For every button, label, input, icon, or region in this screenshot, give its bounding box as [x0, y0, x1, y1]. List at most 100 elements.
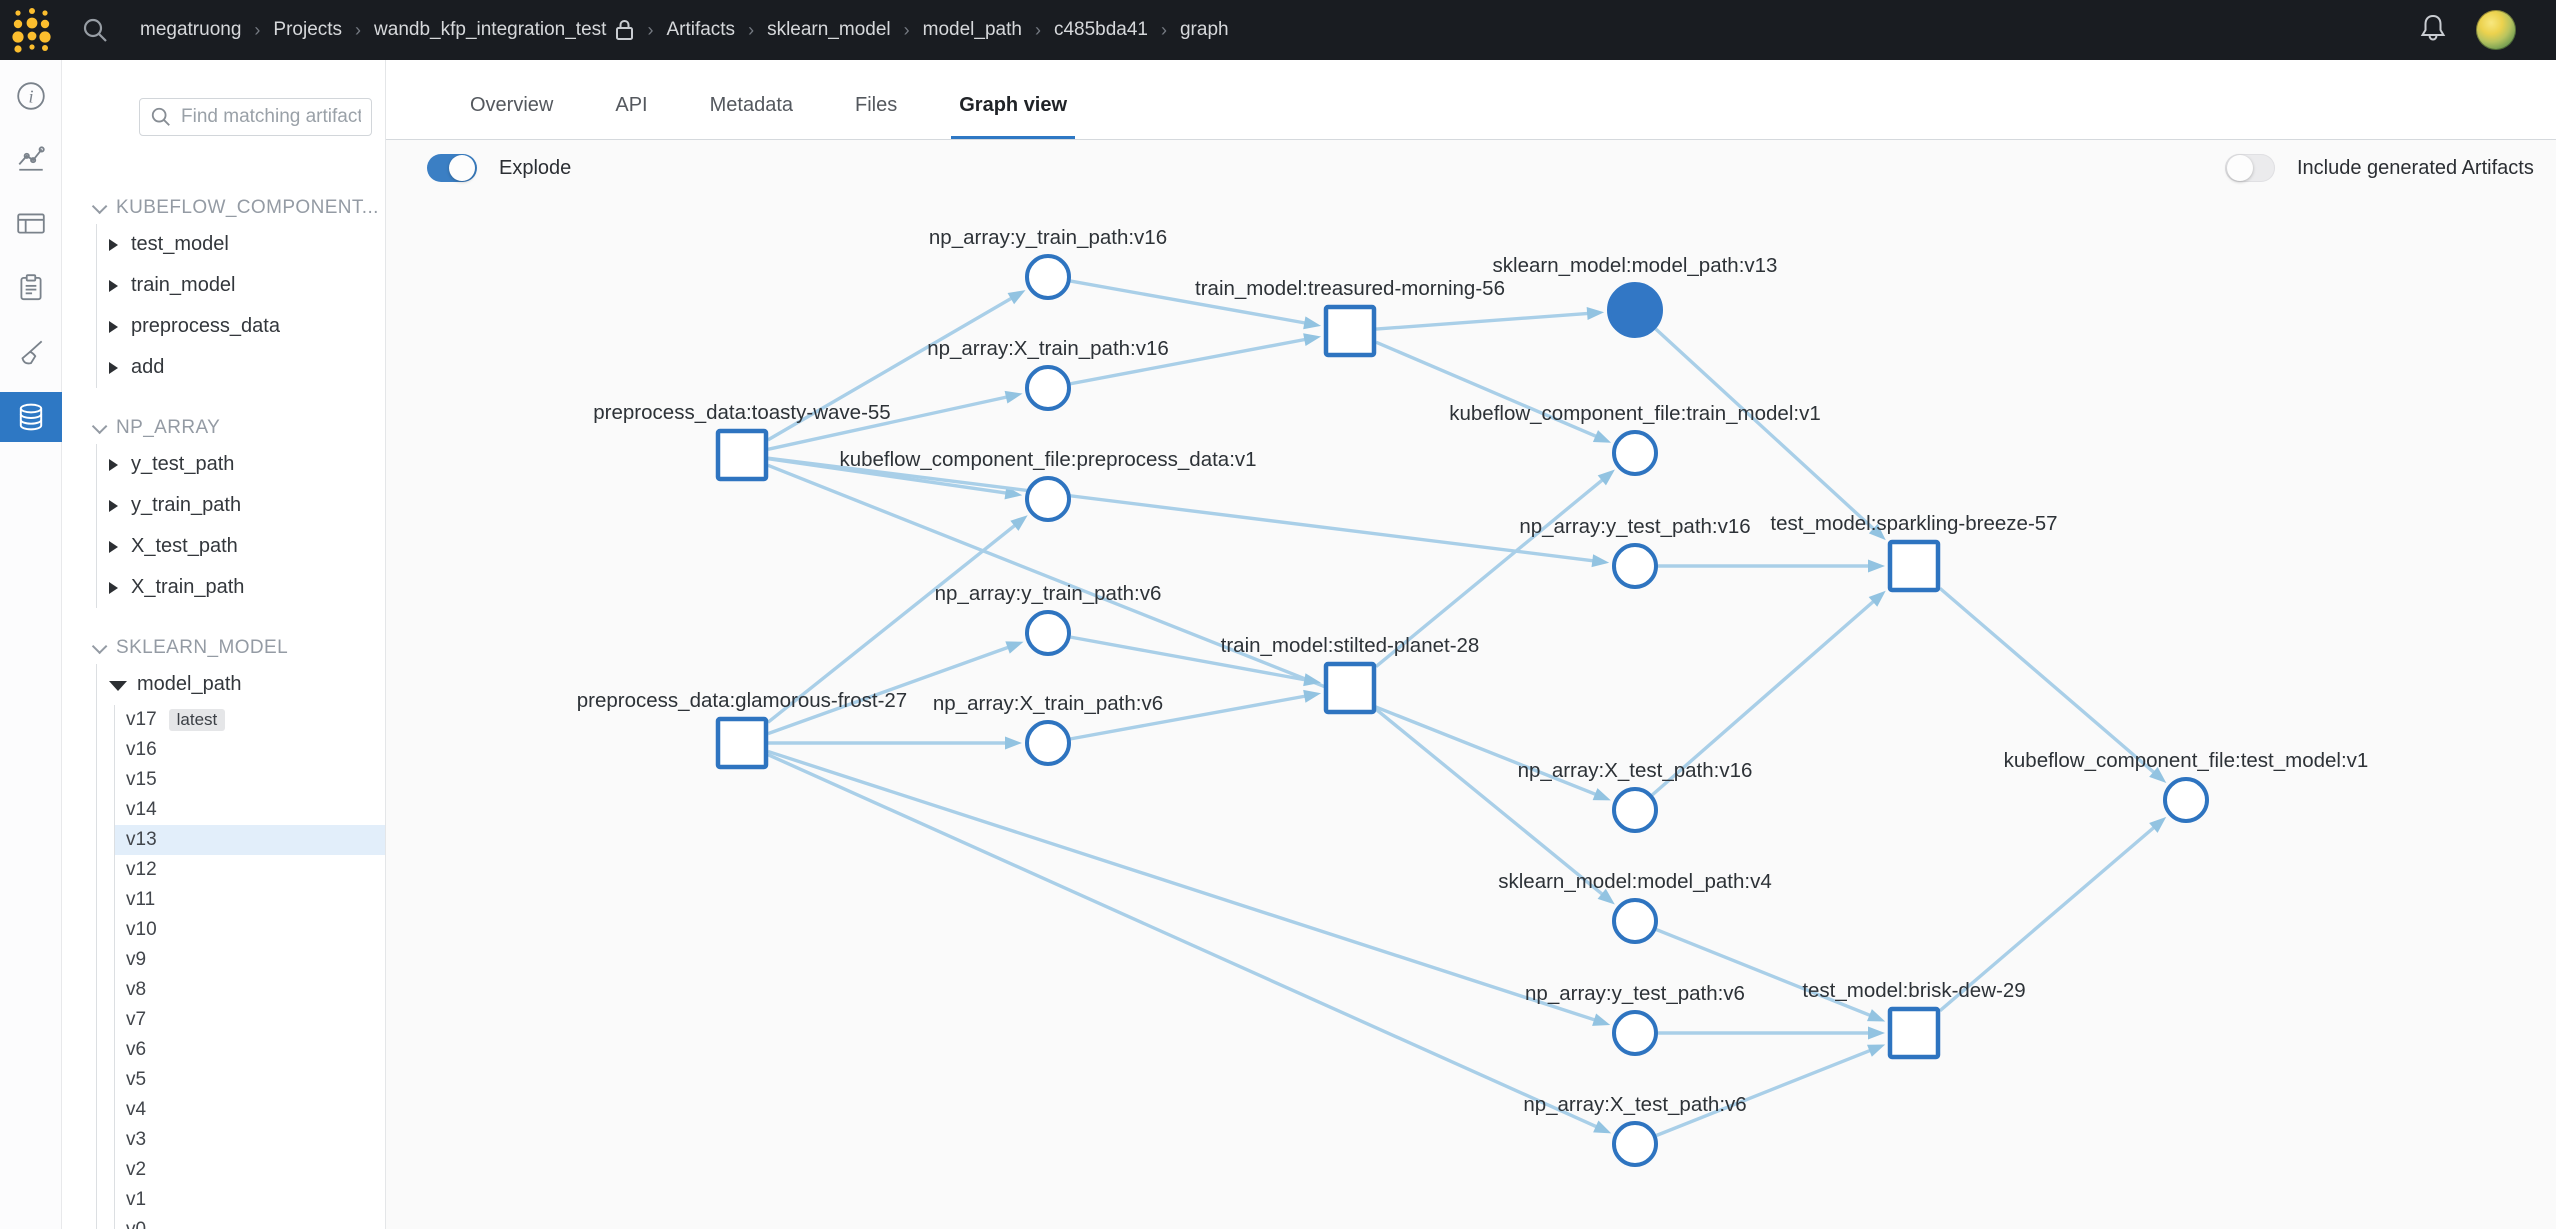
breadcrumb-item-model_path[interactable]: model_path — [922, 19, 1022, 40]
arrowhead-icon — [1597, 469, 1615, 486]
version-row-v16[interactable]: v16 — [126, 739, 157, 760]
version-row-v14[interactable]: v14 — [126, 799, 157, 820]
version-row-v1[interactable]: v1 — [126, 1189, 147, 1210]
tree-section-header[interactable]: NP_ARRAY — [62, 412, 385, 444]
graph-node-sparkling[interactable] — [1887, 539, 1941, 593]
tab-api[interactable]: API — [615, 94, 648, 116]
explode-toggle[interactable] — [427, 154, 477, 182]
graph-node-model4[interactable] — [1612, 898, 1658, 944]
tree-item-y_test_path[interactable]: y_test_path — [97, 444, 385, 485]
arrowhead-icon — [1868, 1026, 1885, 1040]
graph-node-treasured[interactable] — [1323, 304, 1377, 358]
arrowhead-icon — [1303, 673, 1322, 687]
graph-node-y_train6[interactable] — [1025, 610, 1071, 656]
bell-icon[interactable] — [2416, 11, 2450, 50]
breadcrumb-item-sklearn_model[interactable]: sklearn_model — [767, 19, 891, 40]
version-row-v15[interactable]: v15 — [126, 769, 157, 790]
graph-node-y_test16[interactable] — [1612, 543, 1658, 589]
arrowhead-icon — [1303, 333, 1322, 347]
graph-node-X_test6[interactable] — [1612, 1121, 1658, 1167]
version-row-v10[interactable]: v10 — [126, 919, 157, 940]
chevron-down-icon — [91, 198, 108, 214]
breadcrumb-separator: › — [254, 19, 261, 40]
tab-files[interactable]: Files — [855, 94, 898, 116]
tree-section-header[interactable]: SKLEARN_MODEL — [62, 632, 385, 664]
version-row-v6[interactable]: v6 — [126, 1039, 147, 1060]
graph-node-X_train16[interactable] — [1025, 365, 1071, 411]
artifact-search-box[interactable] — [139, 98, 372, 136]
tree-item-test_model[interactable]: test_model — [97, 224, 385, 265]
graph-node-glamorous[interactable] — [715, 716, 769, 770]
charts-icon[interactable] — [0, 130, 62, 186]
graph-edge-toasty-y_test16 — [767, 456, 1601, 564]
global-search-icon[interactable] — [72, 15, 118, 45]
tab-overview[interactable]: Overview — [470, 94, 554, 116]
arrowhead-icon — [1303, 689, 1322, 703]
include-generated-artifacts-toggle[interactable] — [2225, 154, 2275, 182]
tab-metadata[interactable]: Metadata — [709, 94, 793, 116]
graph-node-label-sparkling: test_model:sparkling-breeze-57 — [1770, 512, 2057, 535]
version-row-v11[interactable]: v11 — [126, 889, 156, 910]
chevron-down-icon — [91, 638, 108, 654]
tree-item-train_model[interactable]: train_model — [97, 265, 385, 306]
tree-item-preprocess_data[interactable]: preprocess_data — [97, 306, 385, 347]
graph-node-pd_v1[interactable] — [1025, 476, 1071, 522]
explode-label: Explode — [499, 156, 572, 179]
version-row-v8[interactable]: v8 — [126, 979, 147, 1000]
graph-node-toasty[interactable] — [715, 428, 769, 482]
breadcrumb-item-graph[interactable]: graph — [1179, 19, 1229, 40]
graph-node-test_v1[interactable] — [2163, 777, 2209, 823]
version-row-v13[interactable]: v13 — [115, 825, 385, 855]
breadcrumb-item-wandb_kfp_integration_test[interactable]: wandb_kfp_integration_test — [374, 19, 607, 40]
version-row-v0[interactable]: v0 — [115, 1215, 385, 1229]
arrowhead-icon — [1005, 736, 1022, 750]
graph-node-stilted[interactable] — [1323, 661, 1377, 715]
version-row-v2[interactable]: v2 — [126, 1159, 147, 1180]
graph-edge-X_train16-treasured — [1070, 336, 1313, 386]
sweeps-icon[interactable] — [0, 325, 62, 381]
caret-right-icon — [109, 540, 118, 553]
version-row-v5[interactable]: v5 — [126, 1069, 147, 1090]
tables-icon[interactable] — [0, 195, 62, 251]
breadcrumb-item-c485bda41[interactable]: c485bda41 — [1053, 19, 1148, 40]
breadcrumb-separator: › — [748, 19, 755, 40]
graph-node-model13[interactable] — [1607, 282, 1663, 338]
tree-section-header[interactable]: KUBEFLOW_COMPONENT... — [62, 192, 385, 224]
tree-item-y_train_path[interactable]: y_train_path — [97, 485, 385, 526]
graph-edge-treasured-model13 — [1375, 311, 1596, 331]
overview-info-icon[interactable]: i — [0, 68, 62, 124]
graph-node-brisk[interactable] — [1887, 1006, 1941, 1060]
avatar[interactable] — [2476, 10, 2516, 50]
tree-item-X_train_path[interactable]: X_train_path — [97, 567, 385, 608]
left-icon-rail: i — [0, 60, 62, 1229]
wandb-dots-logo-icon[interactable] — [0, 0, 58, 60]
version-row-v9[interactable]: v9 — [126, 949, 147, 970]
graph-edge-glamorous-y_test6 — [767, 749, 1603, 1024]
tab-graph-view[interactable]: Graph view — [951, 94, 1076, 139]
tree-item-X_test_path[interactable]: X_test_path — [97, 526, 385, 567]
artifact-search-input[interactable] — [181, 106, 361, 128]
graph-node-y_test6[interactable] — [1612, 1010, 1658, 1056]
version-row-v12[interactable]: v12 — [126, 859, 157, 880]
breadcrumb-item-Artifacts[interactable]: Artifacts — [666, 19, 736, 40]
caret-right-icon — [109, 320, 118, 333]
breadcrumb-separator: › — [1160, 19, 1167, 40]
arrowhead-icon — [1867, 1044, 1886, 1057]
arrowhead-icon — [1592, 430, 1612, 443]
graph-node-y_train16[interactable] — [1025, 254, 1071, 300]
logs-icon[interactable] — [0, 260, 62, 316]
graph-toolbar: Explode Include generated Artifacts — [386, 140, 2556, 196]
graph-node-X_train6[interactable] — [1025, 720, 1071, 766]
graph-node-tm_v1[interactable] — [1612, 430, 1658, 476]
breadcrumb-item-Projects[interactable]: Projects — [273, 19, 343, 40]
tree-item-add[interactable]: add — [97, 347, 385, 388]
graph-node-X_test16[interactable] — [1612, 787, 1658, 833]
version-row-v3[interactable]: v3 — [126, 1129, 147, 1150]
artifact-graph-canvas[interactable]: preprocess_data:toasty-wave-55preprocess… — [386, 140, 2556, 1229]
artifacts-icon[interactable] — [0, 392, 62, 442]
version-row-v4[interactable]: v4 — [126, 1099, 147, 1120]
tree-item-model_path[interactable]: model_path — [97, 664, 385, 705]
version-row-v7[interactable]: v7 — [126, 1009, 147, 1030]
breadcrumb-item-megatruong[interactable]: megatruong — [140, 19, 242, 40]
